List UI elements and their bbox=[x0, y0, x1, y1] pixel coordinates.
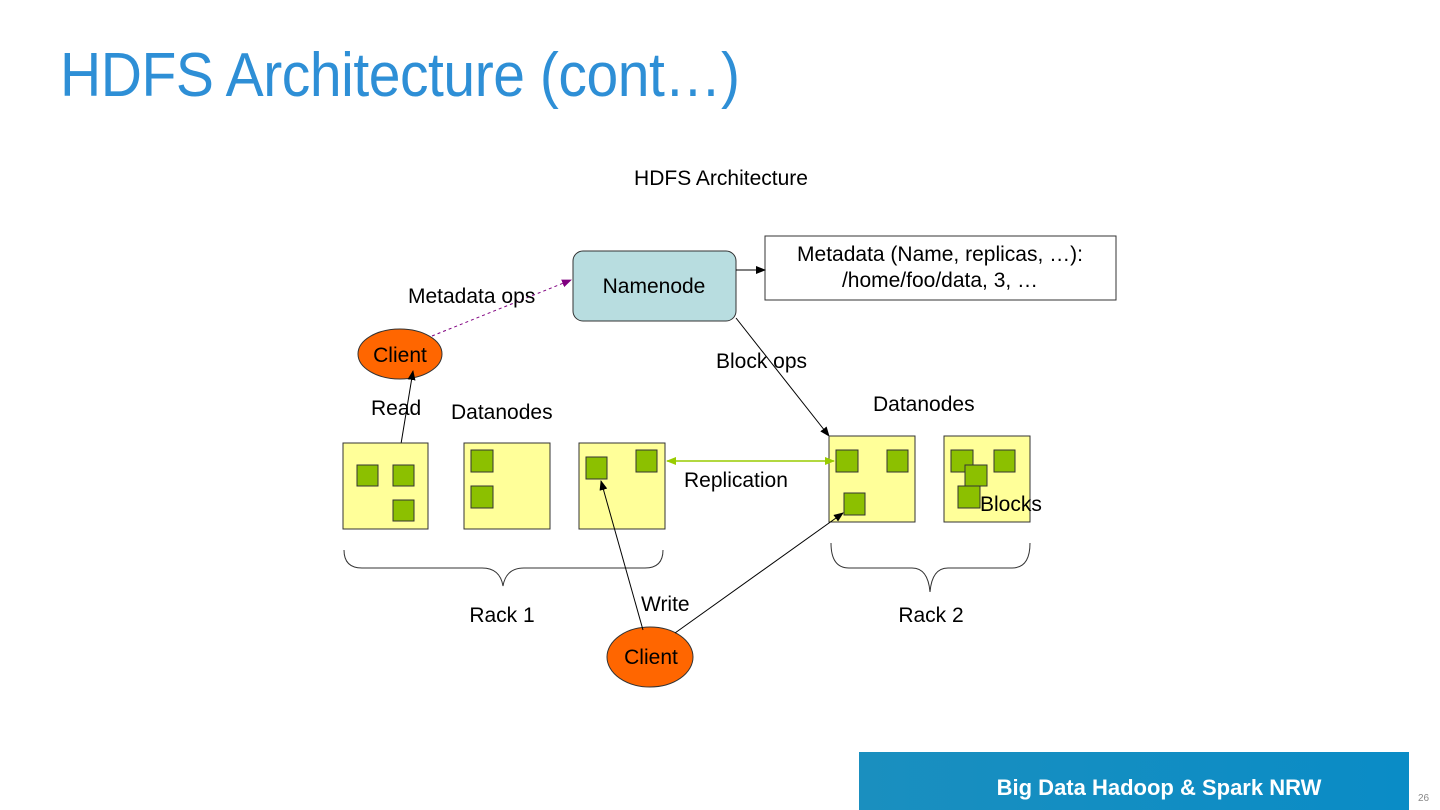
diagram-title: HDFS Architecture bbox=[634, 167, 808, 190]
client-writer: Client bbox=[606, 626, 694, 688]
rack2-datanode-1 bbox=[828, 435, 916, 523]
blocks-label: Blocks bbox=[980, 493, 1042, 516]
block bbox=[392, 499, 415, 522]
write-arrow-rack2 bbox=[674, 512, 844, 634]
namenode-label: Namenode bbox=[603, 275, 706, 298]
rack2-datanode-2 bbox=[943, 435, 1031, 523]
metadata-line-1: Metadata (Name, replicas, …): bbox=[797, 243, 1083, 266]
metadata-line-2: /home/foo/data, 3, … bbox=[842, 269, 1038, 292]
block bbox=[964, 464, 988, 487]
block bbox=[392, 464, 415, 487]
block bbox=[843, 492, 866, 516]
client-label: Client bbox=[624, 646, 678, 669]
rack1-brace bbox=[343, 549, 664, 587]
block bbox=[585, 456, 608, 480]
read-label: Read bbox=[371, 397, 421, 420]
client-label: Client bbox=[373, 344, 427, 367]
block bbox=[635, 449, 658, 473]
page-number: 26 bbox=[1418, 793, 1430, 804]
block bbox=[957, 485, 981, 509]
rack1-label: Rack 1 bbox=[469, 604, 534, 627]
datanode-box bbox=[828, 435, 916, 523]
rack1-datanodes-label: Datanodes bbox=[451, 401, 553, 424]
metadata-box: Metadata (Name, replicas, …): /home/foo/… bbox=[764, 235, 1117, 301]
block-ops-arrow bbox=[735, 317, 830, 437]
metadata-ops-arrow bbox=[431, 279, 572, 337]
metadata-rect bbox=[764, 235, 1117, 301]
client-reader: Client bbox=[357, 328, 443, 380]
slide-title: HDFS Architecture (cont…) bbox=[60, 41, 740, 110]
block bbox=[886, 449, 909, 473]
write-arrow-rack1 bbox=[599, 480, 644, 631]
datanode-box bbox=[342, 442, 429, 530]
replication-label: Replication bbox=[684, 469, 788, 492]
rack1-datanode-3 bbox=[578, 442, 666, 530]
client-ellipse bbox=[606, 626, 694, 688]
block bbox=[356, 464, 379, 487]
metadata-ops-label: Metadata ops bbox=[408, 285, 535, 308]
write-label: Write bbox=[641, 593, 690, 616]
block bbox=[993, 449, 1016, 473]
namenode-box bbox=[572, 250, 737, 322]
rack2-brace bbox=[830, 542, 1031, 593]
footer-text: Big Data Hadoop & Spark NRW bbox=[996, 775, 1322, 800]
block bbox=[470, 449, 494, 473]
rack2-datanodes-label: Datanodes bbox=[873, 393, 975, 416]
block bbox=[835, 449, 859, 473]
client-ellipse bbox=[357, 328, 443, 380]
rack1-datanode-2 bbox=[463, 442, 551, 530]
block-ops-label: Block ops bbox=[716, 350, 807, 373]
rack2-label: Rack 2 bbox=[898, 604, 963, 627]
footer-bar: Big Data Hadoop & Spark NRW bbox=[859, 752, 1409, 810]
rack1-datanode-1 bbox=[342, 442, 429, 530]
namenode: Namenode bbox=[572, 250, 737, 322]
read-arrow bbox=[399, 370, 416, 451]
block bbox=[470, 485, 494, 509]
